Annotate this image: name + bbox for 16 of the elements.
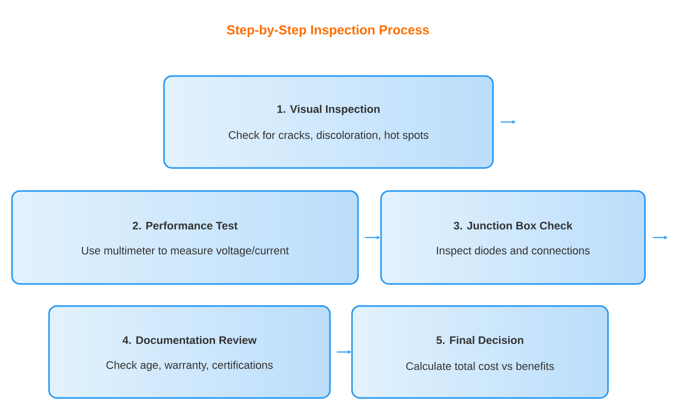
box-description: Inspect diodes and connections — [436, 246, 590, 257]
title: Step-by-Step Inspection Process — [226, 24, 429, 38]
box-heading: 5. Final Decision — [436, 336, 524, 344]
box-description: Check for cracks, discoloration, hot spots — [228, 130, 428, 142]
process-box — [351, 305, 609, 399]
box-heading: 1. Visual Inspection — [277, 104, 380, 116]
box-description: Check age, warranty, certifications — [106, 360, 273, 372]
box-heading: 2. Performance Test — [132, 221, 238, 230]
box-heading: 3. Junction Box Check — [454, 221, 572, 230]
process-box — [11, 190, 359, 285]
process-box — [380, 190, 646, 285]
box-description: Use multimeter to measure voltage/current — [82, 246, 289, 257]
box-heading: 4. Documentation Review — [122, 336, 257, 344]
process-box — [48, 305, 331, 399]
process-box — [163, 75, 494, 169]
box-description: Calculate total cost vs benefits — [406, 362, 554, 370]
